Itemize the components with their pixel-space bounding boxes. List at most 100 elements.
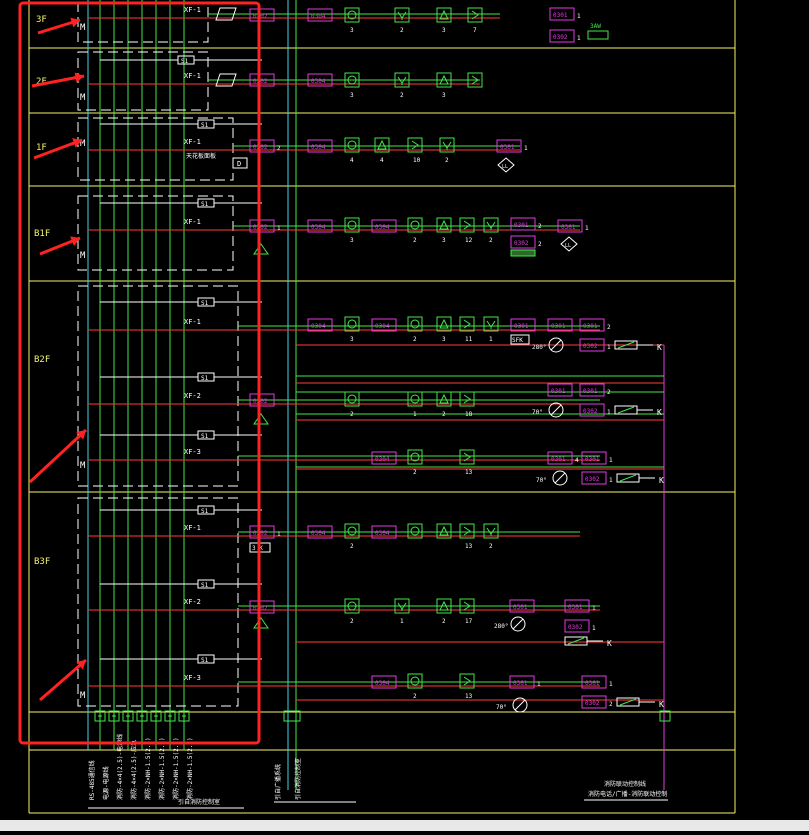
device-count: 3 [350, 92, 354, 99]
device-box [459, 217, 475, 233]
device-box [394, 7, 410, 23]
controller-box [307, 525, 333, 539]
controller-box [564, 619, 590, 633]
terminal-blocks [94, 710, 671, 722]
sfk-box [510, 334, 530, 345]
controller-code: 0302 [514, 240, 529, 247]
device-box [344, 72, 360, 88]
device-box [459, 673, 475, 689]
cable-label: 消防-2×NH-1.5(2.5) [172, 737, 180, 800]
controller-box [307, 8, 333, 22]
controller-box [307, 73, 333, 87]
device-count: 1 [489, 336, 493, 343]
device-count: 2 [607, 324, 611, 331]
controller-box [249, 600, 275, 614]
alarm-icon [253, 243, 269, 255]
bell-icon [410, 526, 420, 536]
bell-icon [347, 220, 357, 230]
arrow-head [74, 72, 84, 83]
panel-box [197, 297, 215, 307]
detector-icon [486, 527, 496, 536]
feeder-label: XF-2 [184, 598, 201, 606]
switch-bar [619, 474, 637, 482]
device-count: 3 [442, 237, 446, 244]
damper-angle: 70° [536, 477, 547, 484]
damper-bar [550, 404, 562, 416]
controller-box [307, 318, 333, 332]
feeder-label: XF-2 [184, 392, 201, 400]
motor-label: M [80, 93, 86, 103]
mid-label: 引自消防控制室 [294, 758, 302, 800]
controller-box [547, 451, 573, 465]
device-count: 3 [350, 336, 354, 343]
controller-box [249, 393, 275, 407]
device-count: 2 [277, 145, 281, 152]
zigzag-icon [463, 220, 471, 230]
junction-label: D [237, 160, 241, 168]
detector-icon [442, 141, 452, 150]
controller-code: 0302 [553, 34, 568, 41]
controller-code: 0304 [375, 323, 390, 330]
damper-icon [510, 616, 526, 632]
controller-box [509, 675, 535, 689]
feeder-label: XF-1 [184, 218, 201, 226]
device-count: 3 [350, 27, 354, 34]
device-box [483, 316, 499, 332]
controller-code: 0301 [553, 12, 568, 19]
controller-box [249, 73, 275, 87]
controller-code: 0301 [551, 456, 566, 463]
arrow-head [76, 430, 86, 440]
device-box [407, 673, 423, 689]
controller-code: 0301 [561, 224, 576, 231]
damper-angle: 280° [494, 623, 508, 630]
panel-label: S1 [201, 508, 209, 515]
alarm-icon [439, 393, 449, 404]
bell-icon [347, 75, 357, 85]
device-count: 1 [277, 225, 281, 232]
device-count: 2 [400, 92, 404, 99]
alarm-icon [439, 318, 449, 329]
junction-box [232, 157, 248, 169]
arrow-shaft [31, 74, 85, 88]
zigzag-icon [463, 601, 471, 611]
cable-label: RS-485通信线 [88, 760, 96, 800]
switch-label: K [607, 639, 612, 648]
device-count: 11 [465, 336, 473, 343]
damper-angle: 70° [496, 704, 507, 711]
bell-icon [347, 319, 357, 329]
controller-box [496, 139, 522, 153]
light-icon [497, 157, 515, 173]
zigzag-icon [471, 75, 479, 85]
bell-icon [347, 526, 357, 536]
device-count: 2 [350, 411, 354, 418]
controller-box [510, 217, 536, 231]
controller-box [549, 7, 575, 21]
feeder-sub-label: 天花板面板 [186, 152, 216, 160]
device-count: 3 [350, 237, 354, 244]
device-box [436, 7, 452, 23]
bell-icon [410, 676, 420, 686]
alarm-icon [439, 74, 449, 85]
zigzag-icon [471, 10, 479, 20]
controller-box [371, 451, 397, 465]
device-count: 13 [465, 469, 473, 476]
device-count: 2 [400, 27, 404, 34]
terminal-strip [510, 249, 536, 257]
controller-box [371, 525, 397, 539]
amp-label: 3AW [590, 23, 601, 30]
device-count: 3 [442, 27, 446, 34]
controller-box [509, 599, 535, 613]
bell-icon [347, 10, 357, 20]
switch-bar [619, 698, 637, 706]
device-count: 1 [413, 411, 417, 418]
feeder-lines [88, 13, 664, 701]
terminal-block [150, 710, 162, 722]
device-box [407, 391, 423, 407]
controller-box [249, 139, 275, 153]
terminal-block [108, 710, 120, 722]
device-count: 1 [524, 145, 528, 152]
feeder-label: XF-3 [184, 674, 201, 682]
device-count: 13 [465, 693, 473, 700]
controller-code: 0304 [375, 224, 390, 231]
